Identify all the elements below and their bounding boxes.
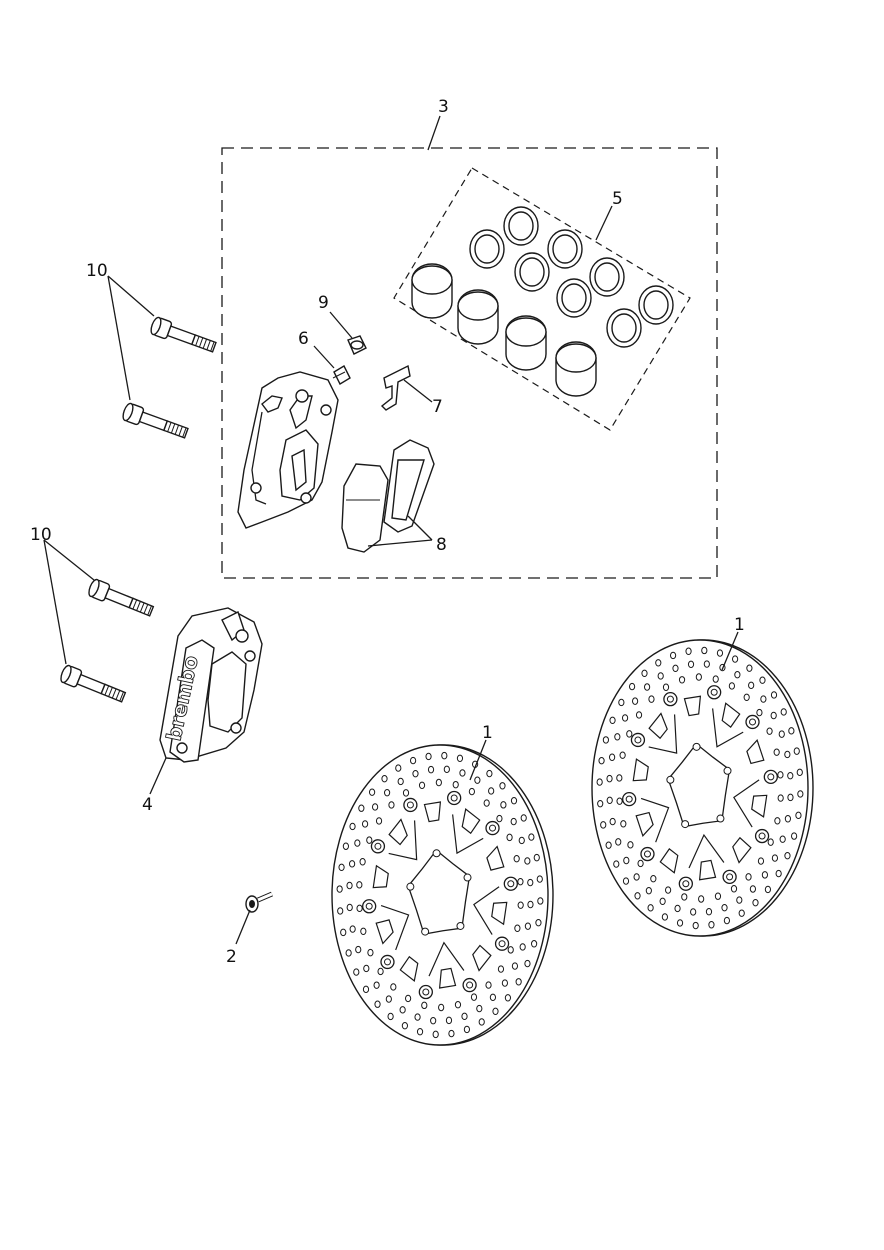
callout-kit: 3 [438,97,449,117]
bleed-cap [347,335,367,355]
callout-bleed-nipple: 6 [298,329,309,349]
leader-lines [43,115,739,945]
bolts-lower [58,577,156,707]
bleed-nipple [332,365,351,385]
callout-caliper: 4 [142,795,153,815]
callout-seal-kit: 5 [612,189,623,209]
callout-bleed-cap: 9 [318,293,329,313]
brake-pads [341,439,435,553]
callout-pad-spring: 7 [432,397,443,417]
callout-bolts-lower: 10 [30,525,52,545]
callout-bolts-upper: 10 [86,261,108,281]
kit-dashed-box [221,147,718,579]
callout-disc-right: 1 [734,615,745,635]
callout-disc-left: 1 [482,723,493,743]
brake-disc-right [591,639,814,937]
pad-spring [380,364,411,411]
caliper-in-kit [237,371,339,529]
caliper-assembly: brembo [159,607,263,763]
callout-numbers: 3 5 9 6 7 8 10 10 4 2 1 1 [30,97,745,967]
seal-kit-dashed-box [393,167,691,431]
callout-screw: 2 [226,947,237,967]
disc-screw [245,891,273,913]
brake-disc-left [331,744,554,1046]
bolts-upper [120,315,219,443]
callout-pads: 8 [436,535,447,555]
seal-kit-seals [469,206,674,348]
